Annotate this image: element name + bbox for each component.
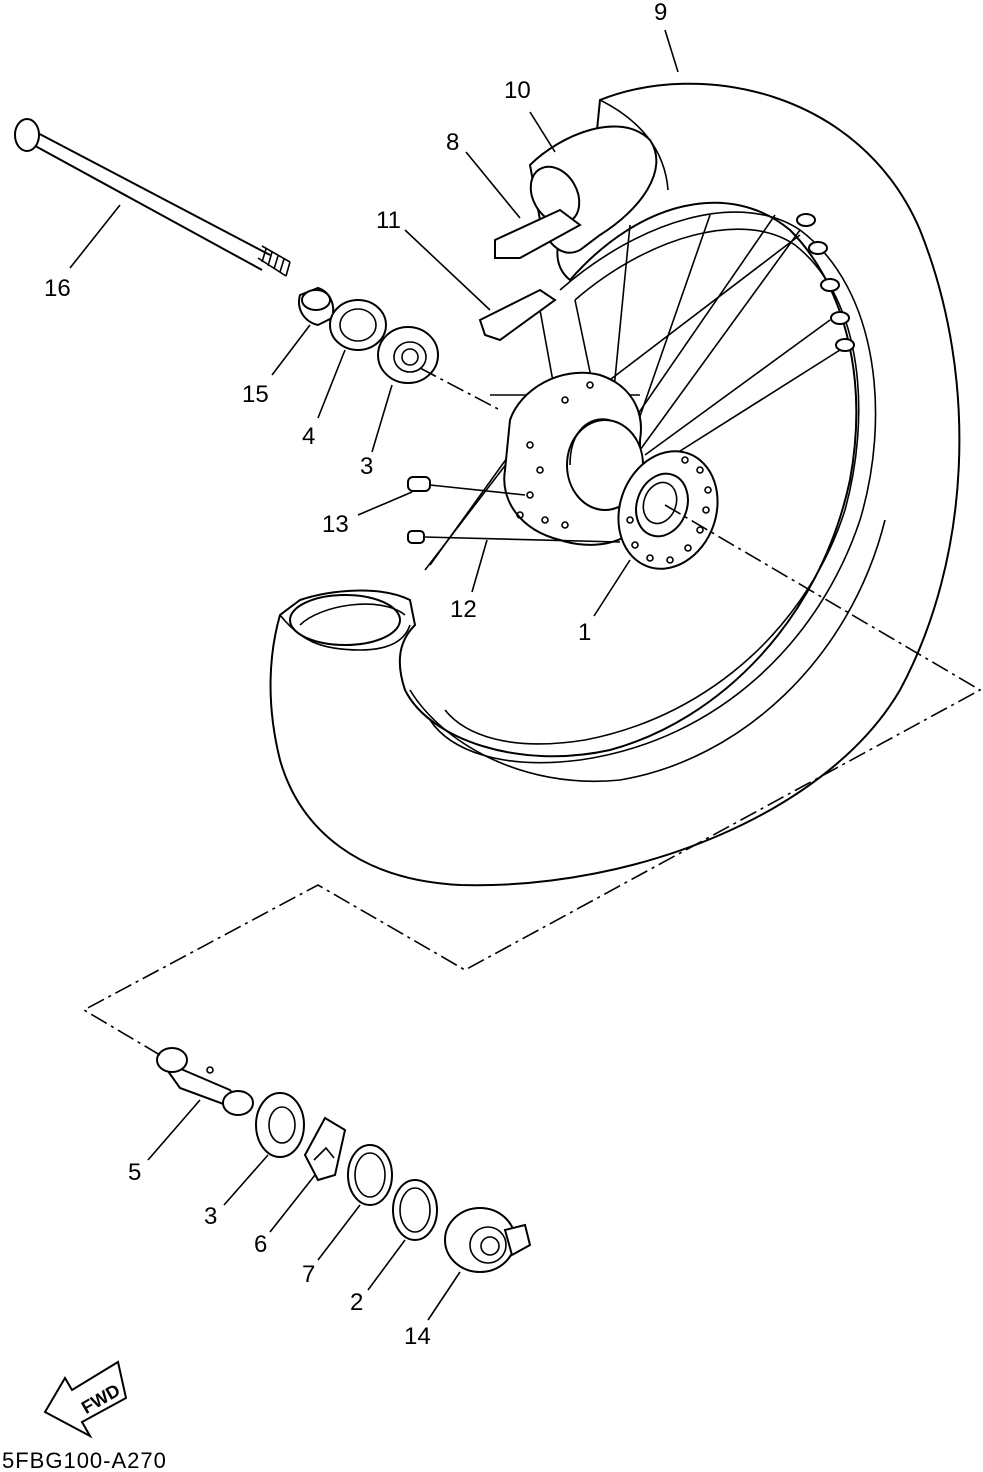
forward-arrow-icon: FWD: [43, 1360, 128, 1439]
callout-8: 8: [446, 129, 459, 156]
callout-3b: 3: [204, 1203, 217, 1230]
meter-gear-unit: [444, 1207, 532, 1273]
reference-lines: [82, 367, 982, 1056]
callout-14: 14: [404, 1323, 431, 1350]
callout-16: 16: [44, 275, 71, 302]
callout-labels: 9 10 8 11 16 15 4 3 13 12 1 5 3 6 7 2 14: [44, 0, 667, 1350]
spoke-part-12: [407, 530, 621, 544]
diagram-code: 5FBG100-A270: [2, 1448, 167, 1472]
spoke-nipples: [796, 213, 855, 352]
oil-seal-lower: [392, 1179, 438, 1241]
bearing-upper: [377, 326, 439, 384]
spoke-part-13: [407, 476, 526, 496]
rim: [409, 211, 886, 782]
rim-band: [494, 208, 582, 259]
hub-bearing-flange: [617, 450, 719, 570]
callout-7: 7: [302, 1261, 315, 1288]
callout-6: 6: [254, 1231, 267, 1258]
hub: [503, 371, 644, 546]
bearing-lower: [255, 1092, 305, 1158]
collar: [298, 286, 335, 327]
callout-4: 4: [302, 423, 315, 450]
callout-13: 13: [322, 511, 349, 538]
axle: [14, 118, 291, 277]
rim-tape: [478, 288, 557, 342]
drive-gear: [347, 1144, 393, 1206]
callout-9: 9: [654, 0, 667, 26]
callout-5: 5: [128, 1159, 141, 1186]
spacer: [156, 1047, 254, 1116]
oil-seal: [329, 299, 387, 351]
callout-2: 2: [350, 1289, 363, 1316]
leader-lines: [69, 29, 679, 1321]
callout-15: 15: [242, 381, 269, 408]
gear-retainer: [303, 1116, 347, 1182]
callout-10: 10: [504, 77, 531, 104]
tire: [269, 82, 961, 887]
callout-11: 11: [376, 207, 401, 234]
callout-12: 12: [450, 596, 477, 623]
callout-3a: 3: [360, 453, 373, 480]
callout-1: 1: [578, 619, 591, 646]
